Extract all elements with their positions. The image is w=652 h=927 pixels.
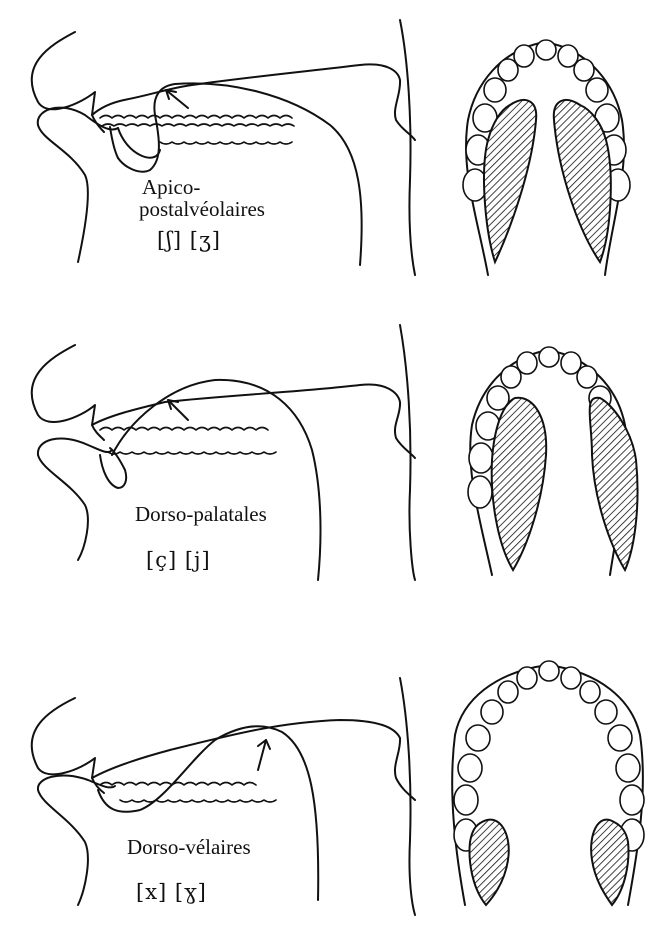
label-dorso-velaires: Dorso-vélaires [127, 836, 251, 858]
palatogram-dorso-velar [452, 661, 644, 905]
palatogram-dorso-palatal [468, 347, 638, 575]
label-line-postalveolaires: postalvéolaires [139, 198, 265, 220]
label-line-apico: Apico- [142, 176, 200, 198]
palatogram-apico-postalveolar [463, 40, 630, 275]
ipa-symbols-dorso-velar: [x] [ɣ] [136, 880, 207, 904]
ipa-symbols-dorso-palatal: [ç] [j] [146, 548, 211, 572]
sagittal-section-apico-postalveolar [32, 20, 415, 275]
ipa-symbols-apico-postalveolar: [ʃ] [ʒ] [157, 228, 221, 252]
sagittal-section-dorso-palatal [32, 325, 415, 580]
label-dorso-palatales: Dorso-palatales [135, 503, 267, 525]
sagittal-section-dorso-velar [32, 678, 415, 915]
